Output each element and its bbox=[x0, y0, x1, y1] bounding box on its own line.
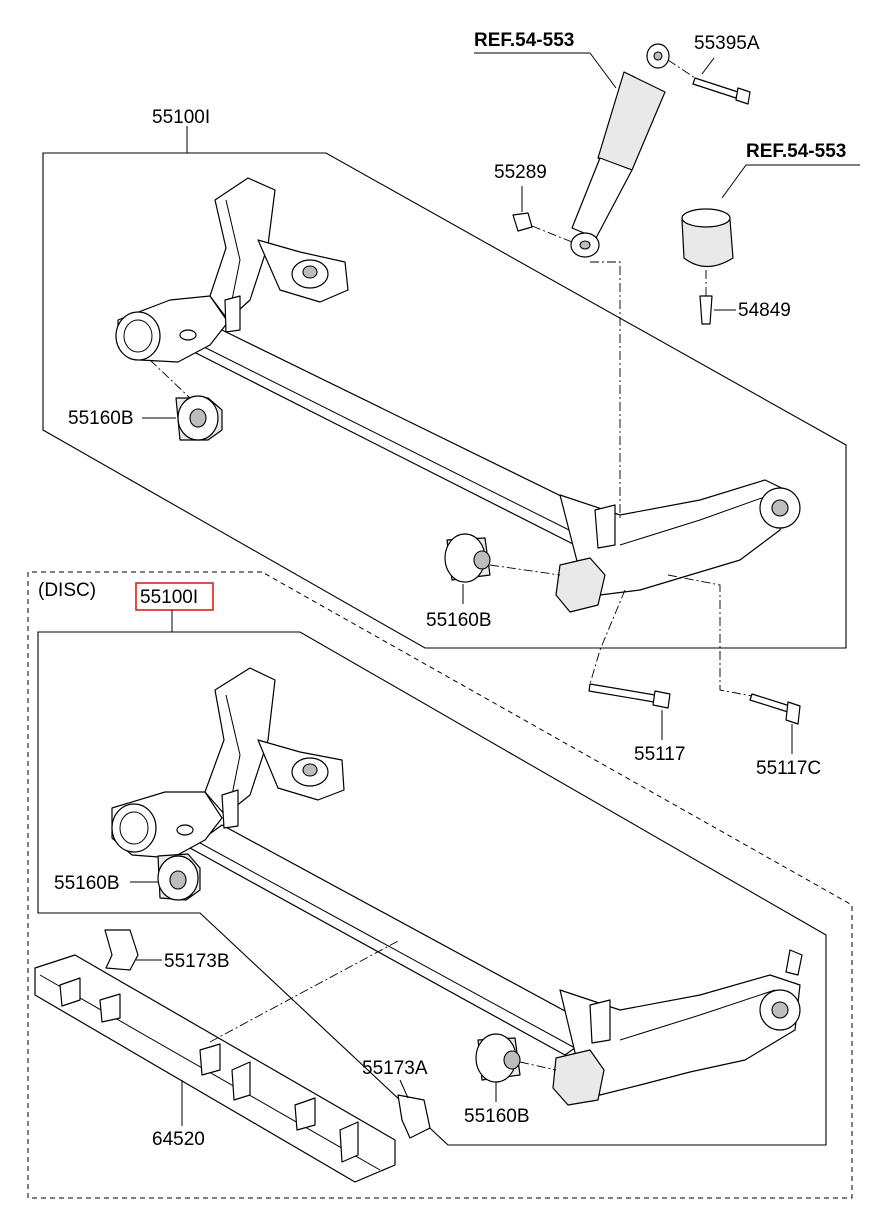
heat-shield-64520 bbox=[34, 954, 396, 1183]
bolt-55117c bbox=[749, 693, 801, 725]
disc-dashed-border bbox=[27, 571, 853, 1199]
label-mount-bolt[interactable]: 54849 bbox=[738, 300, 791, 321]
label-top-axle[interactable]: 55100I bbox=[152, 107, 210, 128]
top-axle-frame bbox=[42, 152, 847, 649]
label-bushing-disc-left[interactable]: 55160B bbox=[54, 873, 120, 894]
bolt-55395a bbox=[692, 77, 751, 105]
rear-axle-beam-top bbox=[115, 177, 801, 613]
nut-55289 bbox=[512, 212, 533, 232]
label-bushing-top-right[interactable]: 55160B bbox=[426, 610, 492, 631]
label-bushing-top-left[interactable]: 55160B bbox=[68, 408, 134, 429]
bushing-55160b-disc-left bbox=[157, 853, 201, 901]
bracket-55173b bbox=[104, 929, 139, 971]
shock-absorber bbox=[570, 43, 670, 258]
bushing-55160b-disc-right bbox=[475, 1033, 521, 1083]
rear-axle-beam-disc bbox=[111, 667, 803, 1106]
label-bolt-lower-c[interactable]: 55117C bbox=[756, 758, 821, 779]
label-bolt-lower[interactable]: 55117 bbox=[634, 744, 685, 765]
disc-axle-frame bbox=[37, 631, 827, 1146]
label-bracket-b[interactable]: 55173B bbox=[164, 951, 230, 972]
highlight-box bbox=[135, 582, 214, 611]
label-bushing-disc-right[interactable]: 55160B bbox=[464, 1106, 530, 1127]
label-mount-ref[interactable]: REF.54-553 bbox=[746, 141, 846, 162]
label-bracket-a[interactable]: 55173A bbox=[362, 1058, 428, 1079]
label-shock-ref[interactable]: REF.54-553 bbox=[474, 30, 574, 51]
bushing-55160b-top-right bbox=[444, 533, 491, 583]
bracket-55173a bbox=[397, 1094, 431, 1139]
label-heat-shield[interactable]: 64520 bbox=[152, 1129, 205, 1150]
label-nut[interactable]: 55289 bbox=[494, 162, 547, 183]
shock-mount bbox=[681, 208, 734, 325]
label-bolt-top[interactable]: 55395A bbox=[694, 33, 760, 54]
bushing-55160b-top-left bbox=[175, 395, 223, 441]
label-disc-caption[interactable]: (DISC) bbox=[38, 580, 96, 601]
bolt-55117 bbox=[588, 683, 671, 709]
label-disc-axle[interactable]: 55100I bbox=[140, 587, 198, 608]
